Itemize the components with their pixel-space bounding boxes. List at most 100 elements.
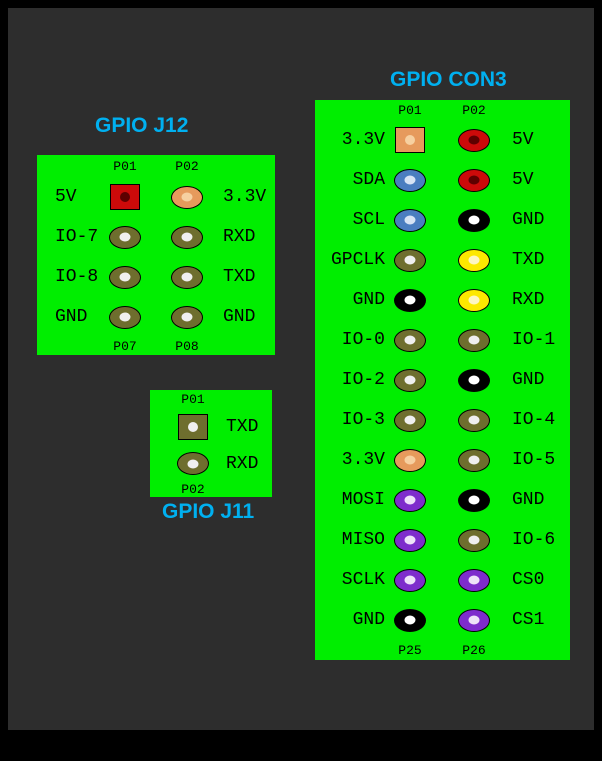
pin-right-label: CS1	[512, 610, 545, 630]
pin-hole	[468, 495, 480, 505]
pin-hole	[468, 535, 480, 545]
pin-cell	[385, 168, 435, 192]
pin-left-label: IO-2	[341, 370, 385, 390]
yellow-oval-pin	[458, 248, 490, 272]
pin-hole	[120, 192, 130, 202]
pin-hole	[404, 175, 416, 185]
purple-oval-pin	[458, 608, 490, 632]
pin-right-label: TXD	[512, 250, 545, 270]
pin-cell	[385, 408, 435, 432]
pin-cell	[449, 528, 499, 552]
olive-oval-pin	[394, 408, 426, 432]
pin-hole	[468, 215, 480, 225]
pin-hole	[468, 615, 480, 625]
pin-cell	[168, 413, 218, 440]
pin-left-label: 3.3V	[341, 130, 385, 150]
pin-hole	[404, 615, 416, 625]
pin-cell	[101, 225, 149, 249]
pin-cell	[449, 208, 499, 232]
purple-oval-pin	[394, 568, 426, 592]
pin-hole	[119, 272, 131, 282]
pin-hole	[404, 495, 416, 505]
black-oval-pin	[394, 608, 426, 632]
pin-hole	[468, 135, 480, 145]
pin-cell	[385, 528, 435, 552]
purple-oval-pin	[458, 568, 490, 592]
pin-left-label: SDA	[352, 170, 385, 190]
pin-left-label: GND	[352, 290, 385, 310]
bottom-pin-number: P25	[398, 642, 422, 658]
pin-cell	[449, 128, 499, 152]
pin-right-label: 3.3V	[223, 187, 267, 207]
pin-row: TXD	[150, 408, 272, 445]
pin-cell	[449, 488, 499, 512]
pin-hole	[468, 455, 480, 465]
con3-title: GPIO CON3	[390, 68, 507, 91]
pin-cell	[168, 452, 218, 475]
bottom-pin-number: P08	[175, 338, 199, 354]
pin-hole	[404, 455, 416, 465]
pin-hole	[468, 175, 480, 185]
pin-hole	[187, 459, 199, 468]
pin-right-label: IO-5	[512, 450, 556, 470]
pin-row: IO-8 TXD	[37, 257, 275, 297]
pin-left-label: IO-0	[341, 330, 385, 350]
pin-hole	[468, 415, 480, 425]
yellow-oval-pin	[458, 288, 490, 312]
pin-cell	[163, 185, 211, 209]
olive-oval-pin	[177, 452, 209, 475]
olive-oval-pin	[458, 408, 490, 432]
blue-oval-pin	[394, 168, 426, 192]
olive-oval-pin	[171, 265, 203, 289]
purple-oval-pin	[394, 528, 426, 552]
olive-oval-pin	[171, 225, 203, 249]
pin-cell	[101, 265, 149, 289]
pin-right-label: TXD	[223, 267, 256, 287]
bottom-pin-number-row: P02	[150, 482, 272, 497]
pin-hole	[404, 295, 416, 305]
pin-hole	[468, 575, 480, 585]
pin-hole	[119, 232, 131, 242]
pin-cell	[449, 608, 499, 632]
pin-hole	[404, 375, 416, 385]
pin-left-label: SCL	[352, 210, 385, 230]
orange-square-pin	[395, 127, 425, 153]
pin-cell	[449, 168, 499, 192]
pin-cell	[385, 248, 435, 272]
pin-left-label: MISO	[341, 530, 385, 550]
pin-cell	[385, 328, 435, 352]
pin-hole	[468, 255, 480, 265]
top-pin-number: P02	[462, 102, 486, 118]
pin-cell	[385, 208, 435, 232]
red-oval-pin	[458, 128, 490, 152]
pin-cell	[449, 288, 499, 312]
pin-hole	[404, 215, 416, 225]
pin-cell	[449, 328, 499, 352]
top-pin-number: P02	[175, 158, 199, 174]
bottom-pin-number-row: P07 P08	[37, 337, 275, 355]
pin-left-label: IO-3	[341, 410, 385, 430]
pin-left-label: IO-8	[55, 267, 99, 287]
bottom-pin-number: P07	[113, 338, 137, 354]
pin-left-label: IO-7	[55, 227, 99, 247]
pin-cell	[449, 368, 499, 392]
pin-cell	[163, 265, 211, 289]
pin-right-label: RXD	[223, 227, 256, 247]
pin-left-label: GND	[55, 307, 88, 327]
pin-cell	[385, 368, 435, 392]
pin-hole	[468, 295, 480, 305]
pin-right-label: IO-1	[512, 330, 556, 350]
pin-left-label: 5V	[55, 187, 77, 207]
blue-oval-pin	[394, 208, 426, 232]
pin-hole	[181, 192, 193, 202]
